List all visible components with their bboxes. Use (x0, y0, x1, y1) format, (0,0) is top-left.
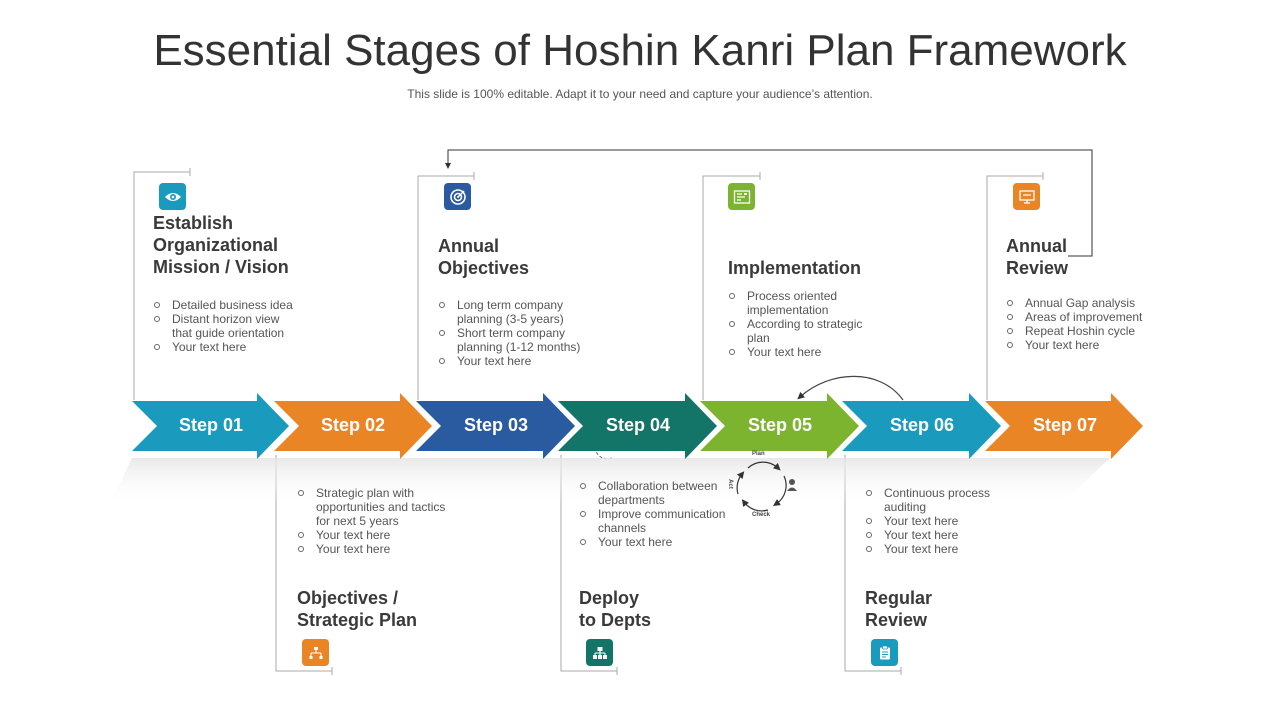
page-subtitle: This slide is 100% editable. Adapt it to… (407, 87, 873, 101)
list-item: Your text here (865, 528, 1015, 542)
list-item: Your text here (865, 542, 1015, 556)
step-01-arrow (132, 393, 289, 459)
stage-5-title: Implementation (728, 258, 862, 278)
stage-6-bullets: Continuous process auditing Your text he… (865, 486, 1015, 556)
presentation-icon (1013, 183, 1040, 210)
hierarchy-icon (586, 639, 613, 666)
stage-7-bullets: Annual Gap analysis Areas of improvement… (1006, 296, 1166, 352)
stage-4-bullets: Collaboration between departments Improv… (579, 479, 729, 549)
stage-2-bullets: Strategic plan with opportunities and ta… (297, 486, 457, 556)
clipboard-icon (871, 639, 898, 666)
page-title: Essential Stages of Hoshin Kanri Plan Fr… (153, 26, 1127, 75)
list-item: Your text here (579, 535, 729, 549)
step-05-label: Step 05 (747, 415, 813, 435)
step-02-label: Step 02 (320, 415, 386, 435)
list-item: Collaboration between departments (579, 479, 729, 507)
step-02-arrow (274, 393, 432, 459)
list-item: Improve communication channels (579, 507, 729, 535)
step-03-label: Step 03 (463, 415, 529, 435)
step-03-arrow (416, 393, 575, 459)
list-item: Your text here (1006, 338, 1166, 352)
list-item: Detailed business idea (153, 298, 293, 312)
stage-1-bullets: Detailed business idea Distant horizon v… (153, 298, 293, 354)
stage-3-bullets: Long term company planning (3-5 years) S… (438, 298, 598, 368)
list-item: Continuous process auditing (865, 486, 1015, 514)
list-item: Short term company planning (1-12 months… (438, 326, 598, 354)
list-item: Your text here (438, 354, 598, 368)
list-item: Annual Gap analysis (1006, 296, 1166, 310)
list-item: Repeat Hoshin cycle (1006, 324, 1166, 338)
target-icon (444, 183, 471, 210)
list-item: Your text here (728, 345, 868, 359)
list-item: Your text here (297, 528, 457, 542)
list-item: Areas of improvement (1006, 310, 1166, 324)
step-01-label: Step 01 (178, 415, 244, 435)
list-item: Your text here (153, 340, 293, 354)
list-item: Strategic plan with opportunities and ta… (297, 486, 457, 528)
step-07-label: Step 07 (1032, 415, 1098, 435)
blueprint-icon (728, 183, 755, 210)
org-chart-icon (302, 639, 329, 666)
pdca-check-label: Check (752, 512, 771, 518)
list-item: According to strategic plan (728, 317, 868, 345)
step-04-label: Step 04 (605, 415, 671, 435)
eye-icon (159, 183, 186, 210)
pdca-plan-label: Plan (752, 451, 765, 457)
stage-2-title: Objectives /Strategic Plan (297, 588, 418, 630)
step-05-arrow (700, 393, 859, 459)
list-item: Long term company planning (3-5 years) (438, 298, 598, 326)
list-item: Distant horizon view that guide orientat… (153, 312, 293, 340)
list-item: Your text here (297, 542, 457, 556)
step-04-arrow (558, 393, 717, 459)
step-06-arrow (842, 393, 1001, 459)
step-07-arrow (985, 393, 1143, 459)
list-item: Your text here (865, 514, 1015, 528)
step-06-label: Step 06 (889, 415, 955, 435)
stage-5-bullets: Process oriented implementation Accordin… (728, 289, 868, 359)
list-item: Process oriented implementation (728, 289, 868, 317)
